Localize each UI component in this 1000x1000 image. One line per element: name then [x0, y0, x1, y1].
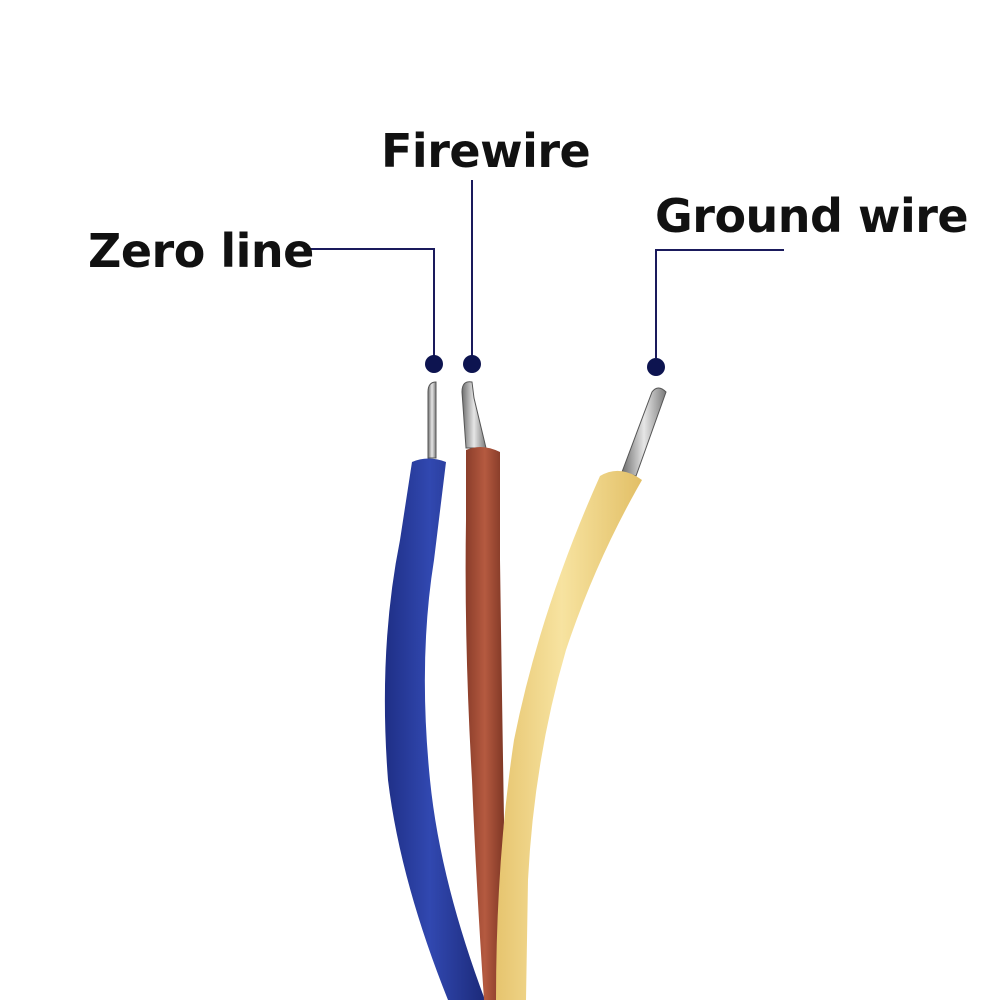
- zero-line-label: Zero line: [88, 224, 314, 278]
- zero-line-leader: [306, 248, 443, 373]
- brown-wire-conductor: [461, 381, 487, 449]
- yellow-wire-insulation: [496, 470, 642, 1000]
- yellow-wire-conductor: [621, 387, 667, 477]
- ground-wire-leader: [647, 249, 784, 376]
- blue-wire: [384, 381, 485, 1000]
- zero-line-leader-line: [306, 248, 435, 356]
- yellow-wire: [496, 387, 667, 1000]
- brown-wire-insulation: [465, 446, 504, 1000]
- zero-line-marker-dot: [425, 355, 443, 373]
- blue-wire-conductor: [427, 381, 437, 459]
- blue-wire-insulation: [384, 458, 485, 1000]
- ground-wire-label: Ground wire: [655, 189, 969, 243]
- ground-wire-marker-dot: [647, 358, 665, 376]
- ground-wire-leader-line: [655, 249, 784, 358]
- firewire-marker-dot: [463, 355, 481, 373]
- brown-wire: [461, 381, 504, 1000]
- firewire-label: Firewire: [381, 124, 591, 178]
- firewire-leader: [463, 180, 481, 373]
